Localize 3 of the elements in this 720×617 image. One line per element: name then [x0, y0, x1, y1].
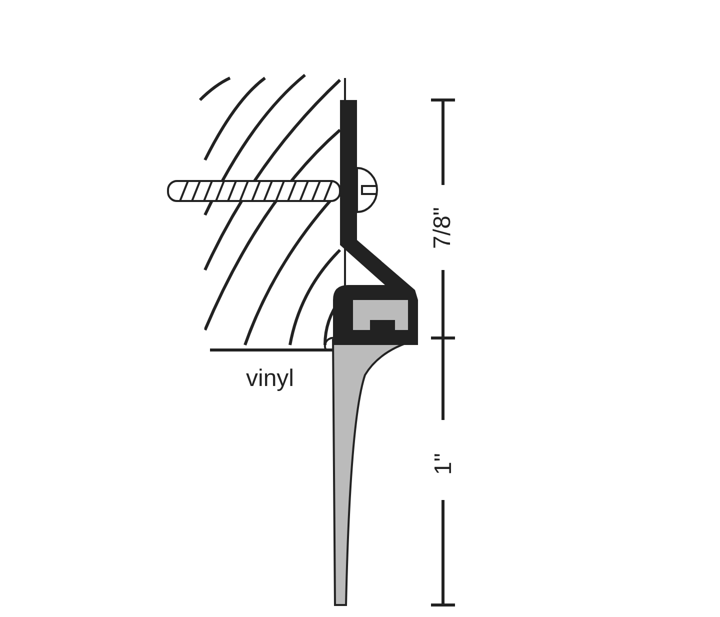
dimension-label: 7/8": [430, 207, 455, 249]
material-label: vinyl: [246, 367, 294, 391]
dimension-label: 1": [432, 453, 456, 475]
